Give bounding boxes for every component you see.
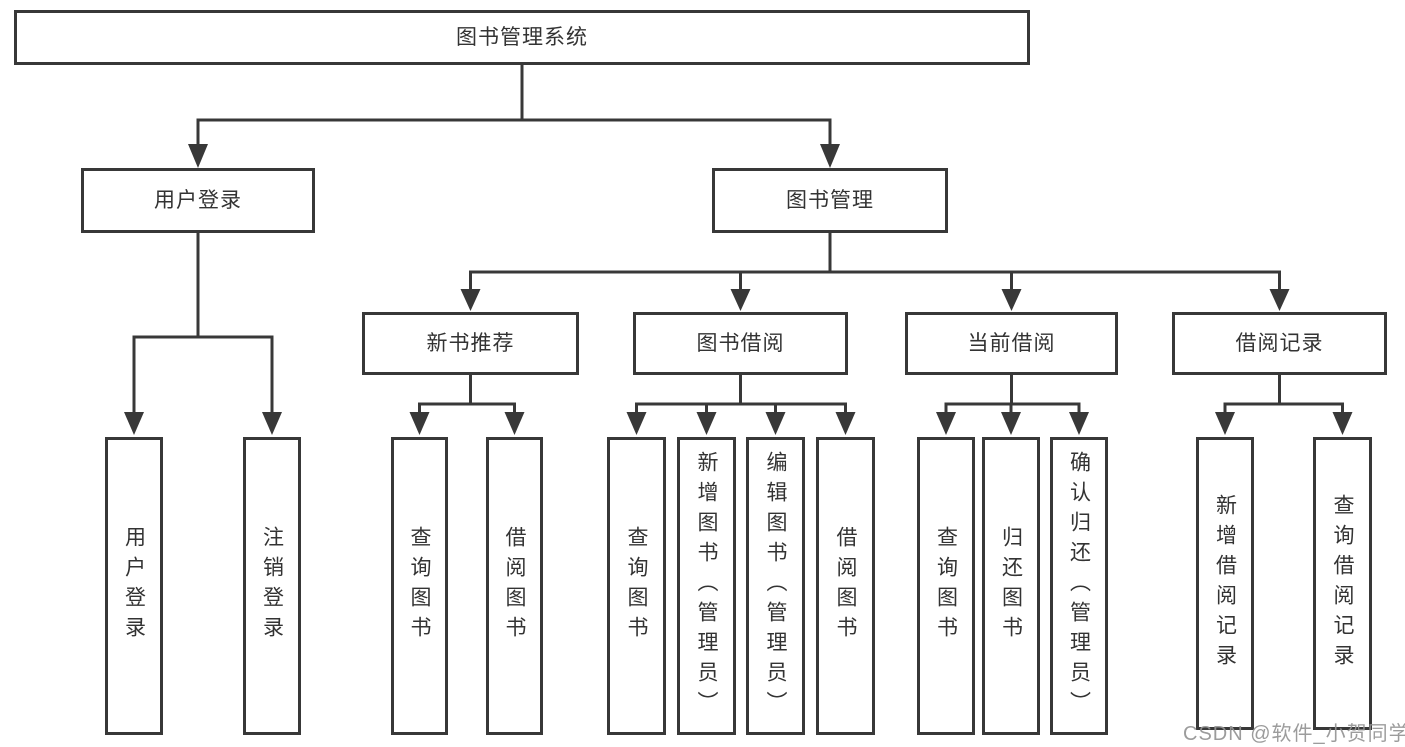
leaf-current-query: 查询图书 <box>917 437 975 735</box>
leaf-user-login: 用户登录 <box>105 437 163 735</box>
leaf-current-return: 归还图书 <box>982 437 1040 735</box>
leaf-records-add: 新增借阅记录 <box>1196 437 1254 730</box>
csdn-watermark: CSDN @软件_小贺同学 <box>1183 723 1405 745</box>
leaf-borrowing-borrow: 借阅图书 <box>816 437 875 735</box>
leaf-borrowing-add-admin: 新增图书（管理员） <box>677 437 736 735</box>
leaf-new-books-query: 查询图书 <box>391 437 448 735</box>
node-book-management: 图书管理 <box>712 168 948 233</box>
node-root: 图书管理系统 <box>14 10 1030 65</box>
node-user-login: 用户登录 <box>81 168 315 233</box>
leaf-logout: 注销登录 <box>243 437 301 735</box>
node-borrowing-records: 借阅记录 <box>1172 312 1387 375</box>
leaf-borrowing-edit-admin: 编辑图书（管理员） <box>746 437 805 735</box>
leaf-current-confirm-return-admin: 确认归还（管理员） <box>1050 437 1108 735</box>
node-current-borrowing: 当前借阅 <box>905 312 1118 375</box>
node-book-borrowing: 图书借阅 <box>633 312 848 375</box>
leaf-new-books-borrow: 借阅图书 <box>486 437 543 735</box>
leaf-borrowing-query: 查询图书 <box>607 437 666 735</box>
leaf-records-query: 查询借阅记录 <box>1313 437 1372 730</box>
node-new-books: 新书推荐 <box>362 312 579 375</box>
